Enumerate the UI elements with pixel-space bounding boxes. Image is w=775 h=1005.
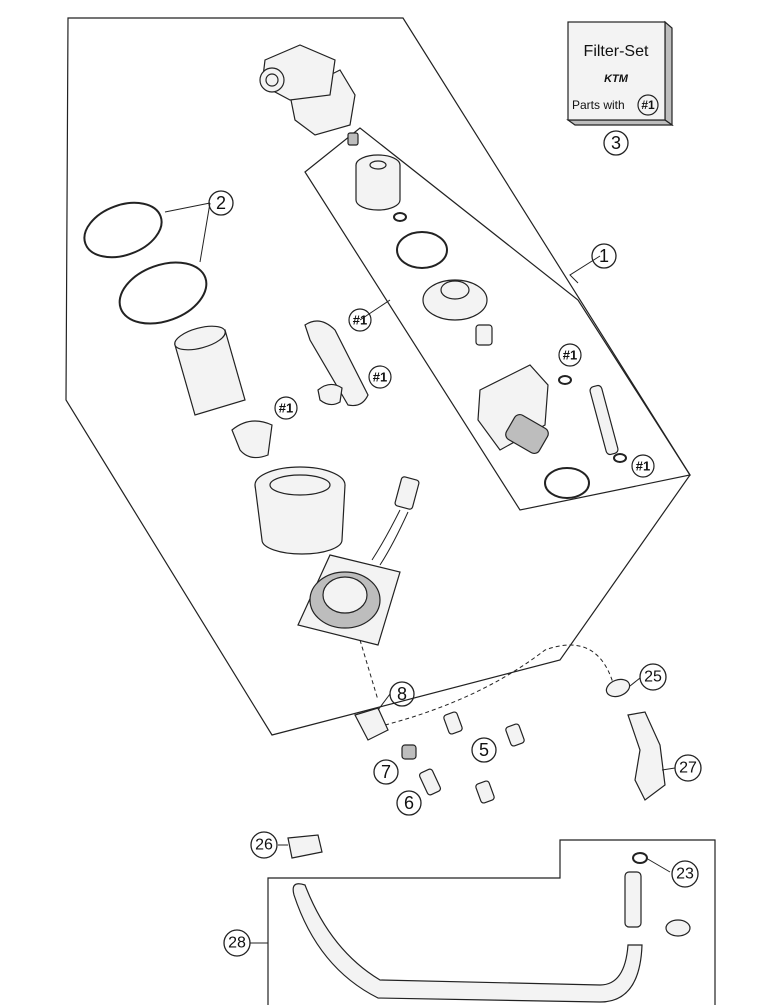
svg-text:#1: #1 <box>636 459 650 474</box>
callout-3: 3 <box>603 130 629 156</box>
main-assembly-frame <box>65 17 691 736</box>
ref-marker-d: #1 <box>558 343 582 367</box>
fuel-hose-part <box>292 883 643 1003</box>
filter-set-title: Filter-Set <box>584 43 649 60</box>
fuel-filter-part <box>355 154 401 211</box>
callout-7: 7 <box>373 759 399 785</box>
quick-coupling-part <box>354 707 389 741</box>
filter-set-ref: #1 <box>641 98 655 112</box>
callout-27: 27 <box>674 754 702 782</box>
small-o-ring-3 <box>613 453 627 463</box>
svg-text:27: 27 <box>679 760 697 777</box>
retainer-part <box>231 420 273 459</box>
filter-set-brand: KTM <box>604 73 629 85</box>
washer-part <box>632 852 648 864</box>
callout-1: 1 <box>591 243 617 269</box>
small-o-ring-2 <box>558 375 572 385</box>
callout-8: 8 <box>389 681 415 707</box>
svg-text:2: 2 <box>216 193 226 213</box>
tube-part <box>589 384 619 456</box>
ref-marker-a: #1 <box>348 308 372 332</box>
fuel-line-dashed <box>359 639 379 701</box>
svg-text:26: 26 <box>255 837 273 854</box>
screw-part-c <box>475 780 495 804</box>
clip-part <box>317 383 343 406</box>
pressure-regulator-part <box>422 279 493 346</box>
callout-28: 28 <box>223 929 251 957</box>
callout-5: 5 <box>471 737 497 763</box>
connector-nipple-part <box>624 871 642 928</box>
svg-text:7: 7 <box>381 762 391 782</box>
fuel-pump-motor-part <box>477 364 549 455</box>
svg-text:28: 28 <box>228 935 246 952</box>
svg-text:23: 23 <box>676 866 694 883</box>
svg-text:#1: #1 <box>353 313 367 328</box>
svg-text:25: 25 <box>644 669 662 686</box>
callout-26: 26 <box>250 831 278 859</box>
sleeve-part <box>401 744 417 760</box>
pump-housing-part <box>254 466 346 555</box>
hose-clamp-lower-part <box>665 919 691 937</box>
o-ring-part <box>396 231 448 269</box>
pump-head-part <box>259 44 356 136</box>
connector-part <box>371 476 420 566</box>
svg-text:8: 8 <box>397 684 407 704</box>
svg-text:#1: #1 <box>563 348 577 363</box>
callout-6: 6 <box>396 790 422 816</box>
ref-marker-b: #1 <box>368 365 392 389</box>
ref-marker-e: #1 <box>631 454 655 478</box>
clamp-part <box>287 834 323 859</box>
elbow-connector-part <box>627 711 666 801</box>
svg-text:5: 5 <box>479 740 489 760</box>
svg-text:#1: #1 <box>279 401 293 416</box>
filter-set-box: Filter-Set KTM Parts with #1 <box>566 20 674 127</box>
fuel-line-dashed-2 <box>384 644 616 726</box>
cylinder-sleeve-part <box>174 325 246 416</box>
screw-part-a <box>443 711 463 735</box>
svg-text:6: 6 <box>404 793 414 813</box>
callout-2: 2 <box>208 190 234 216</box>
hose-clamp-part <box>605 678 631 698</box>
large-o-ring-lower <box>118 261 208 325</box>
svg-text:1: 1 <box>599 246 609 266</box>
svg-text:#1: #1 <box>373 370 387 385</box>
shield-part <box>304 320 369 407</box>
screw-part-d <box>418 768 442 796</box>
large-o-ring-upper <box>83 201 163 259</box>
small-o-ring-1 <box>393 212 407 222</box>
screw-part-b <box>505 723 525 747</box>
callout-25: 25 <box>639 663 667 691</box>
svg-text:3: 3 <box>611 133 621 153</box>
filter-set-parts-label: Parts with <box>572 98 625 112</box>
motor-o-ring <box>544 467 590 499</box>
callout-23: 23 <box>671 860 699 888</box>
ref-marker-c: #1 <box>274 396 298 420</box>
hose-kit-frame <box>267 839 716 1005</box>
spring-part <box>347 132 359 146</box>
pump-flange-part <box>297 554 401 646</box>
